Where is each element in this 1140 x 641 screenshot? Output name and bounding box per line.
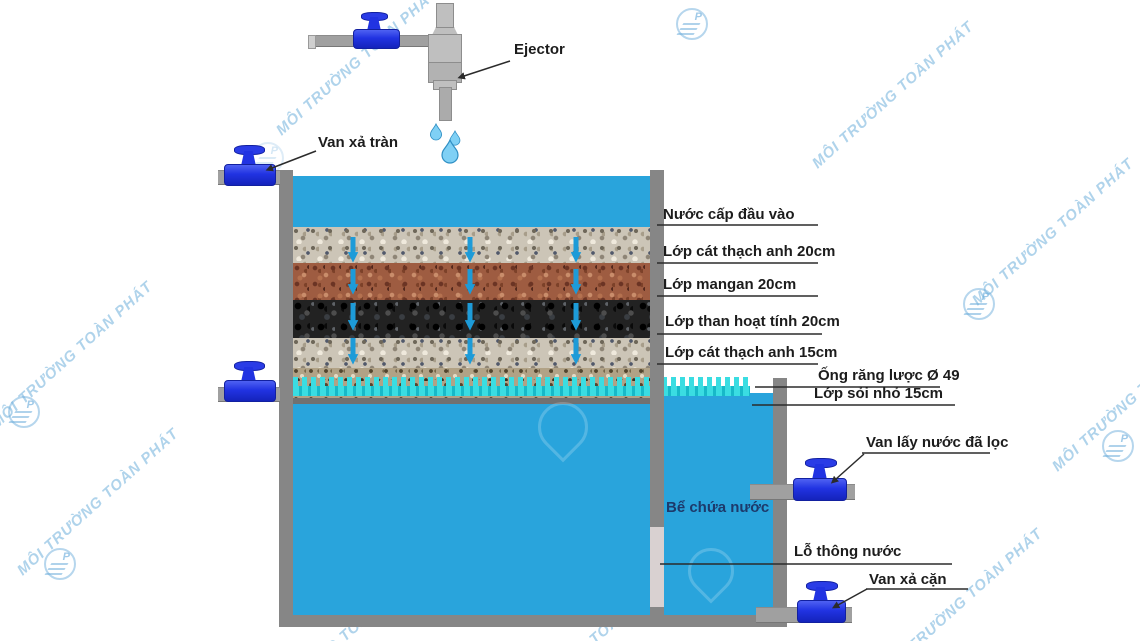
watermark-text: MÔI TRƯỜNG TOÀN PHÁT	[968, 155, 1138, 309]
inlet-valve-body	[353, 29, 400, 49]
raw-water-zone	[293, 176, 650, 227]
manganese-layer	[293, 263, 650, 300]
storage-tank-label: Bể chứa nước	[666, 499, 770, 516]
overflow-valve-stem	[241, 151, 256, 166]
ejector-label: Ejector	[514, 41, 565, 58]
input-water-label: Nước cấp đầu vào	[663, 206, 795, 223]
tank-divider-wall	[650, 170, 664, 627]
ejector-top-pipe	[436, 3, 454, 30]
overflow-valve-body	[224, 164, 276, 186]
carbon-label: Lớp than hoạt tính 20cm	[665, 313, 840, 330]
comb-pipe-label: Ống răng lược Ø 49	[818, 367, 960, 384]
backwash-valve-stem	[241, 367, 256, 382]
comb-pipe-bar	[293, 386, 750, 396]
storage-right-wall	[773, 378, 787, 627]
watermark-text: MÔI TRƯỜNG TOÀN PHÁT	[808, 18, 978, 172]
overflow-valve-label: Van xả tràn	[318, 134, 399, 151]
activated-carbon-layer	[293, 300, 650, 338]
tank-bottom-wall	[279, 615, 787, 627]
filtered-water-zone	[293, 404, 650, 615]
water-hole-opening	[650, 527, 664, 607]
watermark-logo: P	[1102, 430, 1134, 462]
tank-left-wall	[279, 170, 293, 627]
sediment-valve-stem	[813, 587, 828, 602]
gravel-label: Lớp sỏi nhỏ 15cm	[814, 385, 944, 402]
filtered-water-valve-body	[793, 478, 847, 501]
filtered-water-valve-stem	[812, 464, 827, 480]
quartz-15-label: Lớp cát thạch anh 15cm	[665, 344, 838, 361]
quartz-sand-15cm-layer	[293, 338, 650, 368]
watermark-text: MÔI TRƯỜNG TOÀN PHÁT	[0, 278, 157, 432]
storage-tank-water	[664, 393, 773, 615]
sediment-valve-body	[797, 600, 846, 623]
ejector-tube	[439, 87, 452, 121]
mangan-label: Lớp mangan 20cm	[663, 276, 797, 293]
quartz-sand-20cm-layer	[293, 227, 650, 263]
watermark-logo: P	[676, 8, 708, 40]
watermark-text: MÔI TRƯỜNG TOÀN PHÁT	[1048, 321, 1140, 475]
inlet-pipe-end	[308, 35, 316, 49]
filter-floor-strip	[293, 398, 650, 404]
filtered-valve-label: Van lấy nước đã lọc	[866, 434, 1009, 451]
sediment-valve-label: Van xả cặn	[869, 571, 947, 588]
watermark-logo: P	[8, 396, 40, 428]
ejector-body	[428, 34, 462, 65]
water-hole-label: Lỗ thông nước	[794, 543, 902, 560]
watermark-logo: P	[44, 548, 76, 580]
water-droplets	[429, 122, 461, 164]
inlet-valve-stem	[367, 17, 381, 31]
watermark-text: MÔI TRƯỜNG TOÀN PHÁT	[13, 425, 183, 579]
quartz-20-label: Lớp cát thạch anh 20cm	[663, 243, 836, 260]
watermark-logo: P	[963, 288, 995, 320]
watermark-text: MÔI TRƯỜNG TOÀN PHÁT	[272, 0, 442, 139]
comb-pipe-teeth	[293, 377, 750, 386]
backwash-valve-body	[224, 380, 276, 402]
